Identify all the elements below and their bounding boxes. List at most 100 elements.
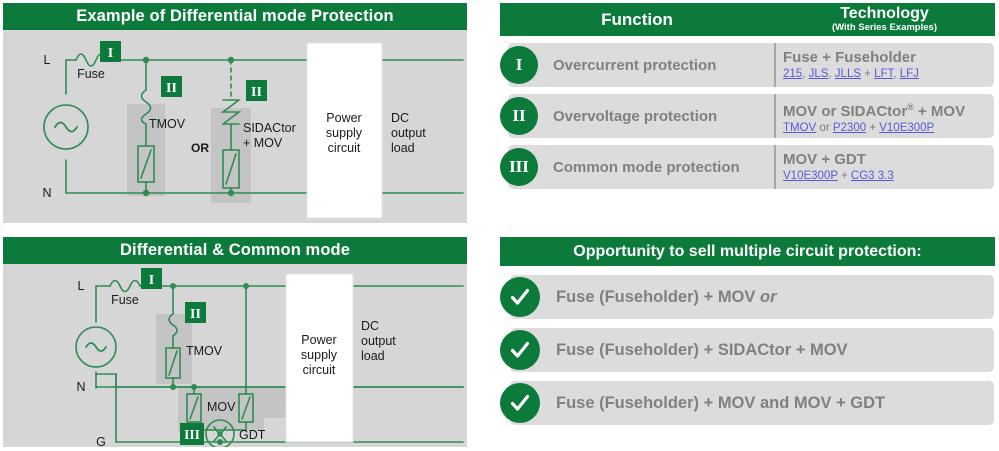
registered-trademark-icon: ® xyxy=(907,101,914,112)
tmov2-thermal-symbol xyxy=(168,313,178,337)
psu-line2: supply xyxy=(326,126,363,140)
differential-mode-diagram-panel: Example of Differential mode Protection xyxy=(3,3,467,225)
fuse-symbol-2 xyxy=(109,279,141,293)
badge-i-label-2: I xyxy=(149,273,154,288)
roman-numeral-badge: II xyxy=(500,97,538,135)
series-link-jls[interactable]: JLS xyxy=(808,68,829,80)
checkmark-icon xyxy=(500,277,540,317)
series-link-lft[interactable]: LFT xyxy=(874,68,894,80)
opportunity-item: Fuse (Fuseholder) + MOV and MOV + GDT xyxy=(500,381,995,425)
checkmark-icon xyxy=(500,383,540,423)
psu-line1-2: Power xyxy=(301,333,336,347)
tmov-varistor-slash xyxy=(140,149,152,179)
out-line3-2: load xyxy=(361,349,385,363)
label-mov-2: MOV xyxy=(207,400,236,414)
diagram2-body: I II III L N G Fuse TMOV MOV GDT Power s… xyxy=(3,264,467,447)
link-separator: + xyxy=(861,68,875,80)
opportunity-item: Fuse (Fuseholder) + MOV or xyxy=(500,275,995,319)
row-background xyxy=(508,145,994,189)
badge-ii-box-2 xyxy=(185,302,206,323)
series-link-p2300[interactable]: P2300 xyxy=(832,121,867,134)
link-separator: or xyxy=(816,121,833,134)
column-separator xyxy=(774,94,776,138)
psu-line2-2: supply xyxy=(301,348,338,362)
table-header-technology-main: Technology xyxy=(840,5,929,22)
opportunity-row-background xyxy=(510,328,994,372)
function-label: Overcurrent protection xyxy=(553,56,717,74)
label-or: OR xyxy=(191,141,209,155)
node-n-tmov xyxy=(142,189,150,197)
series-link-cg3-3-3[interactable]: CG3 3.3 xyxy=(850,170,894,182)
label-fuse: Fuse xyxy=(77,67,105,81)
badge-i-box xyxy=(100,41,121,62)
link-separator: + xyxy=(837,170,851,182)
badge-i-label: I xyxy=(108,46,113,61)
label-line-l: L xyxy=(44,53,51,67)
opportunity-panel: Opportunity to sell multiple circuit pro… xyxy=(500,237,995,425)
diagram1-title: Example of Differential mode Protection xyxy=(3,3,467,30)
sidactor-mov-slash xyxy=(225,153,237,185)
table-header-technology-sub: (With Series Examples) xyxy=(832,22,937,33)
opportunity-label: Fuse (Fuseholder) + MOV or xyxy=(556,287,777,306)
label-sidactor-line1: SIDACtor xyxy=(243,121,296,135)
ac-source-circle-2 xyxy=(75,326,117,368)
out-line2-2: output xyxy=(361,334,396,348)
series-link-lfj[interactable]: LFJ xyxy=(899,68,919,80)
power-supply-box-2 xyxy=(285,273,354,443)
power-supply-box xyxy=(306,42,383,219)
out-line1-2: DC xyxy=(361,319,379,333)
tmov-shade-box xyxy=(127,104,165,196)
series-link-v10e300p[interactable]: V10E300P xyxy=(783,170,838,182)
sidactor-symbol xyxy=(220,99,242,125)
table-header-technology: Technology (With Series Examples) xyxy=(774,3,995,36)
opportunity-row-background xyxy=(510,381,994,425)
link-separator: , xyxy=(828,68,835,80)
link-separator: + xyxy=(866,121,880,134)
link-separator: , xyxy=(893,68,900,80)
psu-line3: circuit xyxy=(328,141,361,155)
opportunity-row-background xyxy=(510,275,994,319)
function-label: Overvoltage protection xyxy=(553,107,718,125)
label-line-l-2: L xyxy=(78,279,85,293)
label-tmov: TMOV xyxy=(149,117,186,131)
label-neutral-n: N xyxy=(42,186,51,200)
badge-ii-b-label: II xyxy=(251,85,262,100)
out-line1: DC xyxy=(391,111,409,125)
wire-n-2-stub xyxy=(95,373,464,388)
badge-ii-label-2: II xyxy=(190,307,201,322)
series-link-v10e300p[interactable]: V10E300P xyxy=(879,121,935,134)
node-n-tmov-2 xyxy=(170,384,176,390)
label-tmov-2: TMOV xyxy=(186,344,223,358)
badge-ii-b-box xyxy=(246,80,267,101)
badge-iii-label: III xyxy=(184,427,200,442)
label-gdt: GDT xyxy=(239,428,266,442)
label-neutral-n-2: N xyxy=(76,380,85,394)
psu-line1: Power xyxy=(326,111,361,125)
row-background xyxy=(508,94,994,138)
series-link-215[interactable]: 215 xyxy=(783,68,803,80)
label-fuse-2: Fuse xyxy=(111,293,139,307)
node-l-tmov xyxy=(142,56,150,64)
gdt-circle xyxy=(205,419,235,447)
table-header-row: Function Technology (With Series Example… xyxy=(500,3,995,36)
ac-source-circle xyxy=(43,104,89,150)
badge-iii-box xyxy=(180,423,204,445)
series-link-jlls[interactable]: JLLS xyxy=(834,68,862,80)
node-l-sidactor xyxy=(227,56,235,64)
tmov2-varistor-slash xyxy=(168,350,178,376)
out-line2: output xyxy=(391,126,426,140)
diagram1-body: I II II L N Fuse TMOV SIDACtor + MOV OR … xyxy=(3,30,467,223)
opportunity-title: Opportunity to sell multiple circuit pro… xyxy=(500,237,995,266)
label-ground-g: G xyxy=(96,435,106,447)
mov-left-slash xyxy=(189,396,199,420)
out-line3: load xyxy=(391,141,415,155)
roman-numeral-badge: III xyxy=(500,148,538,186)
badge-ii-a-box xyxy=(161,76,182,97)
series-link-tmov[interactable]: TMOV xyxy=(783,121,817,134)
badge-ii-a-label: II xyxy=(166,81,177,96)
ac-sine-symbol-2 xyxy=(85,342,107,352)
